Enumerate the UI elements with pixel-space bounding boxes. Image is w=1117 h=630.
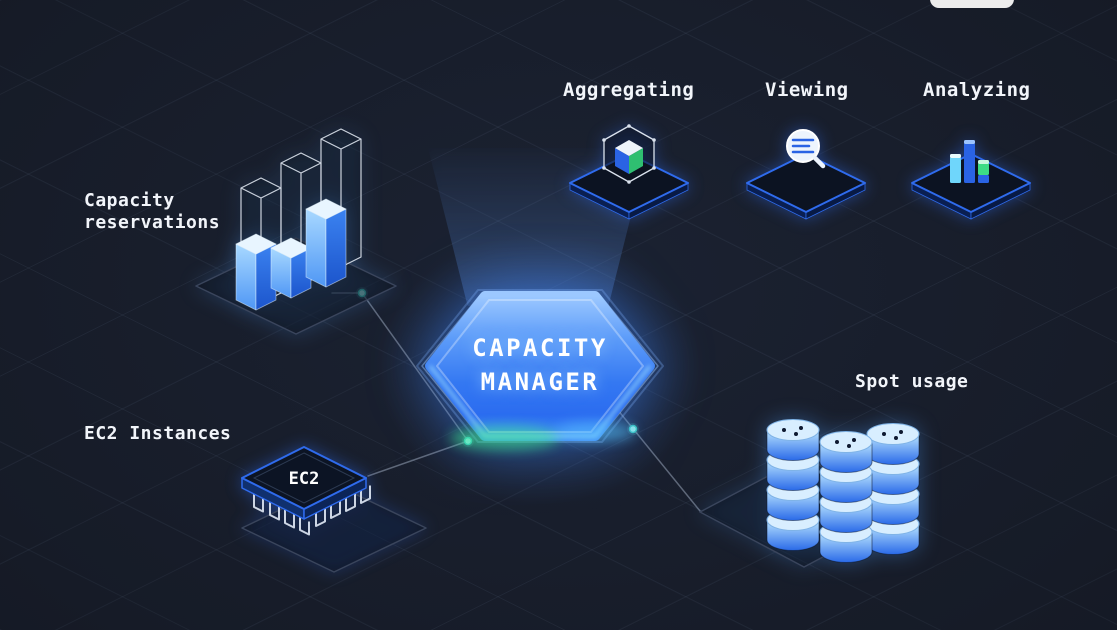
chip-label: EC2 <box>289 469 320 489</box>
hexagon-title-line2: MANAGER <box>480 368 600 396</box>
server-stack <box>819 431 873 563</box>
server-stack-icon <box>699 419 920 568</box>
label-capacity-line1: Capacity <box>84 190 175 211</box>
chip-pins <box>253 485 371 536</box>
top-right-notch <box>930 0 1014 8</box>
label-capacity-reservations: Capacity reservations <box>84 190 220 234</box>
hexagon-core-icon <box>416 289 664 450</box>
mini-bar-chart-icon <box>950 140 989 183</box>
aggregating-platform <box>569 124 689 220</box>
analyzing-platform <box>911 140 1031 220</box>
label-aggregating: Aggregating <box>563 79 695 101</box>
cube-network-icon <box>602 124 656 184</box>
filled-bars <box>235 198 347 311</box>
platform-top <box>746 153 866 213</box>
viewing-platform <box>746 129 866 220</box>
label-analyzing: Analyzing <box>923 79 1031 101</box>
wire-ec2-to-hexagon <box>367 440 469 477</box>
hexagon-title-line1: CAPACITY <box>472 334 608 362</box>
server-stacks <box>766 419 920 563</box>
hexagon-title: CAPACITY MANAGER <box>430 331 650 399</box>
server-stack <box>766 419 820 551</box>
magnifying-glass-icon <box>786 129 826 169</box>
label-capacity-line2: reservations <box>84 212 221 233</box>
cpu-chip-icon: EC2 <box>241 446 427 573</box>
label-viewing: Viewing <box>765 79 849 101</box>
green-glow <box>450 426 560 450</box>
isometric-bar-chart-icon <box>195 128 397 335</box>
server-stack <box>866 423 920 555</box>
label-spot-usage: Spot usage <box>855 371 969 392</box>
chip-body: EC2 <box>241 446 367 520</box>
label-ec2-instances: EC2 Instances <box>84 423 232 444</box>
